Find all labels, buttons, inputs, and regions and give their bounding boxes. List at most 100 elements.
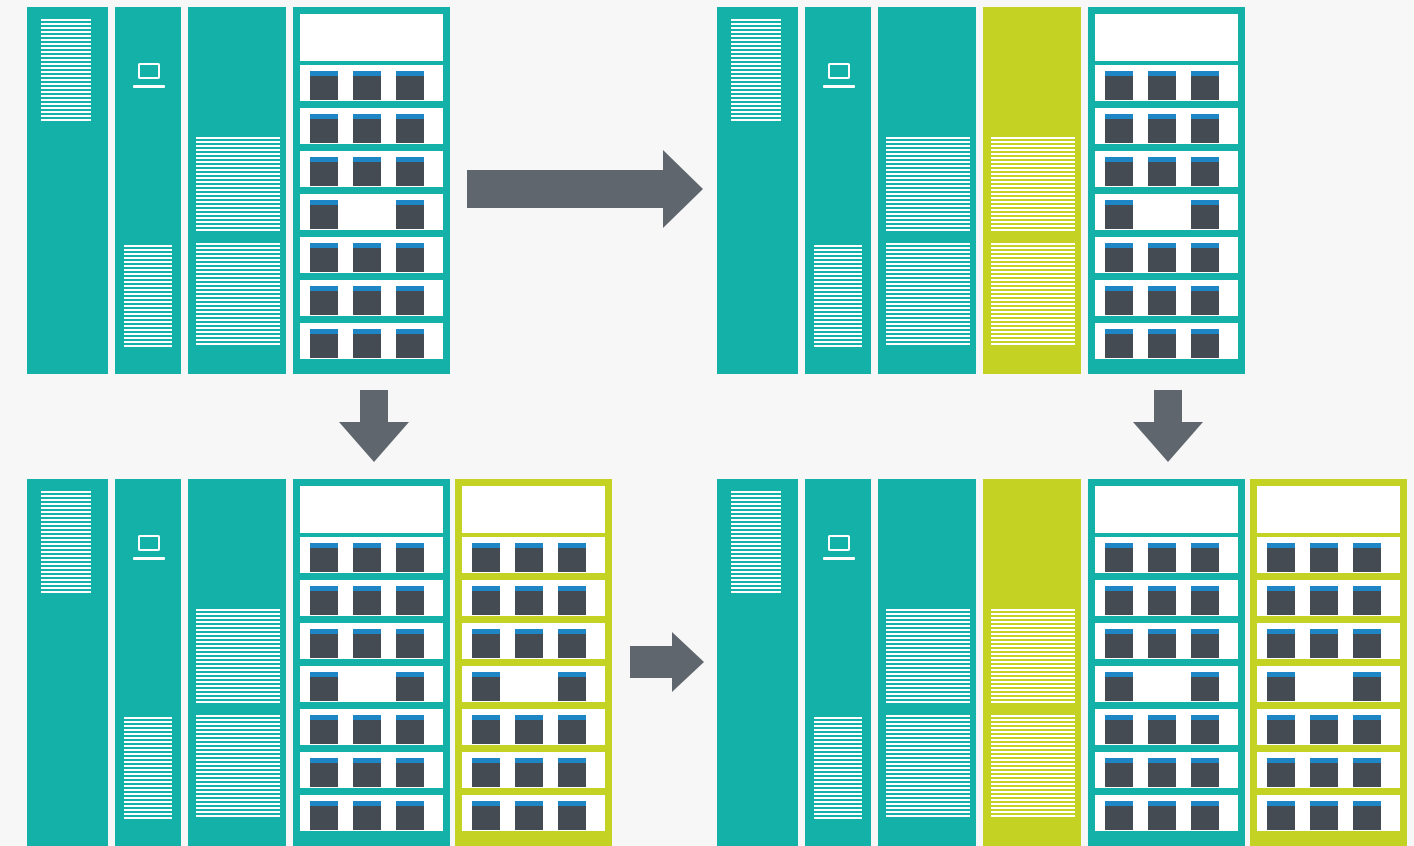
vent-line bbox=[124, 289, 172, 291]
vent-line bbox=[124, 757, 172, 759]
battery-module-cap bbox=[353, 543, 381, 548]
battery-module bbox=[1148, 543, 1176, 572]
vent-line bbox=[731, 107, 781, 109]
battery-shelf bbox=[300, 194, 443, 230]
vent-line bbox=[124, 721, 172, 723]
battery-module-cap bbox=[1191, 543, 1219, 548]
battery-module bbox=[472, 715, 500, 744]
vent-line bbox=[731, 495, 781, 497]
vent-line bbox=[886, 307, 970, 309]
vent-line bbox=[991, 197, 1075, 199]
vent-line bbox=[196, 697, 280, 699]
vent-line bbox=[991, 641, 1075, 643]
vent-line bbox=[41, 559, 91, 561]
battery-module bbox=[1148, 329, 1176, 358]
vent-line bbox=[991, 743, 1075, 745]
battery-module-cap bbox=[353, 286, 381, 291]
battery-shelf bbox=[462, 752, 605, 788]
vent-line bbox=[991, 719, 1075, 721]
vent-line bbox=[196, 181, 280, 183]
battery-module-cap bbox=[396, 758, 424, 763]
vent-line bbox=[41, 99, 91, 101]
power-cabinet bbox=[878, 7, 976, 374]
battery-shelf bbox=[300, 108, 443, 144]
vent-line bbox=[41, 503, 91, 505]
vent-line bbox=[991, 767, 1075, 769]
power-cabinet-vent-lower bbox=[196, 243, 280, 347]
battery-shelf bbox=[1095, 65, 1238, 101]
battery-module bbox=[310, 586, 338, 615]
vent-line bbox=[814, 273, 862, 275]
vent-line bbox=[814, 261, 862, 263]
vent-line bbox=[196, 613, 280, 615]
vent-line bbox=[991, 657, 1075, 659]
vent-line bbox=[196, 295, 280, 297]
battery-module bbox=[558, 758, 586, 787]
vent-line bbox=[731, 539, 781, 541]
vent-line bbox=[991, 811, 1075, 813]
vent-line bbox=[886, 287, 970, 289]
battery-module bbox=[1105, 586, 1133, 615]
battery-module-cap bbox=[396, 801, 424, 806]
battery-module bbox=[1191, 200, 1219, 229]
vent-line bbox=[196, 221, 280, 223]
vent-line bbox=[886, 815, 970, 817]
vent-line bbox=[124, 813, 172, 815]
io-cabinet-vent bbox=[41, 491, 91, 595]
added-power-cabinet-vent-lower bbox=[991, 243, 1075, 347]
vent-line bbox=[991, 697, 1075, 699]
control-cabinet bbox=[805, 7, 871, 374]
vent-line bbox=[196, 727, 280, 729]
vent-line bbox=[196, 185, 280, 187]
vent-line bbox=[731, 99, 781, 101]
vent-line bbox=[196, 205, 280, 207]
vent-line bbox=[196, 343, 280, 345]
battery-module bbox=[396, 629, 424, 658]
battery-shelf bbox=[1095, 709, 1238, 745]
battery-module bbox=[353, 243, 381, 272]
vent-line bbox=[991, 181, 1075, 183]
vent-line bbox=[991, 701, 1075, 703]
vent-line bbox=[886, 213, 970, 215]
io-cabinet-vent bbox=[731, 491, 781, 595]
battery-module bbox=[1105, 71, 1133, 100]
battery-module bbox=[1310, 543, 1338, 572]
battery-module-cap bbox=[472, 758, 500, 763]
battery-shelf bbox=[462, 709, 605, 745]
battery-module bbox=[515, 715, 543, 744]
vent-line bbox=[196, 723, 280, 725]
battery-module bbox=[396, 71, 424, 100]
vent-line bbox=[124, 805, 172, 807]
vent-line bbox=[991, 649, 1075, 651]
vent-line bbox=[886, 157, 970, 159]
vent-line bbox=[196, 311, 280, 313]
vent-line bbox=[991, 791, 1075, 793]
vent-line bbox=[196, 669, 280, 671]
arrow-right-icon-shape bbox=[630, 632, 704, 692]
battery-shelf bbox=[300, 580, 443, 616]
vent-line bbox=[886, 787, 970, 789]
vent-line bbox=[124, 753, 172, 755]
battery-module bbox=[310, 286, 338, 315]
vent-line bbox=[991, 193, 1075, 195]
vent-line bbox=[41, 47, 91, 49]
battery-module-cap bbox=[1105, 586, 1133, 591]
vent-line bbox=[886, 759, 970, 761]
vent-line bbox=[991, 251, 1075, 253]
battery-module-cap bbox=[310, 114, 338, 119]
vent-line bbox=[814, 757, 862, 759]
battery-module-cap bbox=[515, 758, 543, 763]
vent-line bbox=[886, 255, 970, 257]
vent-line bbox=[124, 749, 172, 751]
vent-line bbox=[41, 495, 91, 497]
battery-module bbox=[472, 801, 500, 830]
battery-module bbox=[1148, 758, 1176, 787]
vent-line bbox=[731, 111, 781, 113]
battery-module-cap bbox=[353, 243, 381, 248]
battery-module bbox=[396, 329, 424, 358]
vent-line bbox=[124, 773, 172, 775]
vent-line bbox=[41, 31, 91, 33]
vent-line bbox=[41, 515, 91, 517]
battery-module bbox=[396, 672, 424, 701]
vent-line bbox=[991, 229, 1075, 231]
